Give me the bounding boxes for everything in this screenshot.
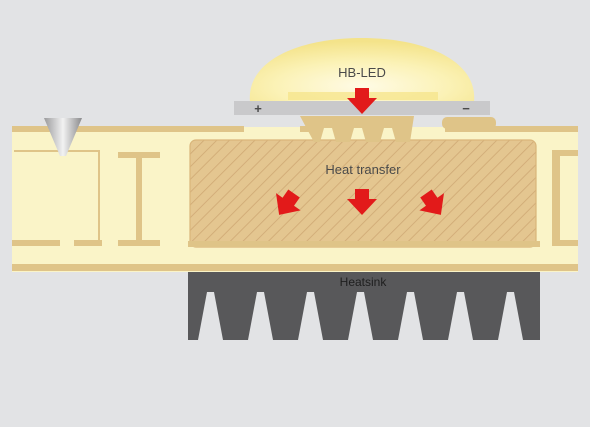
heat-transfer-label: Heat transfer [325,162,401,177]
heat-arrow-right [419,189,444,215]
heat-arrow-center [347,189,377,215]
led-thermal-pads [300,116,414,142]
heat-arrow-led [347,88,377,114]
screw [44,118,82,156]
heat-arrows [276,88,444,215]
heatsink [188,268,540,340]
plus-terminal-label: + [254,101,262,116]
heat-arrow-left [276,189,301,215]
led-label: HB-LED [338,65,386,80]
heatsink-label: Heatsink [340,275,388,289]
minus-terminal-label: − [462,101,470,116]
